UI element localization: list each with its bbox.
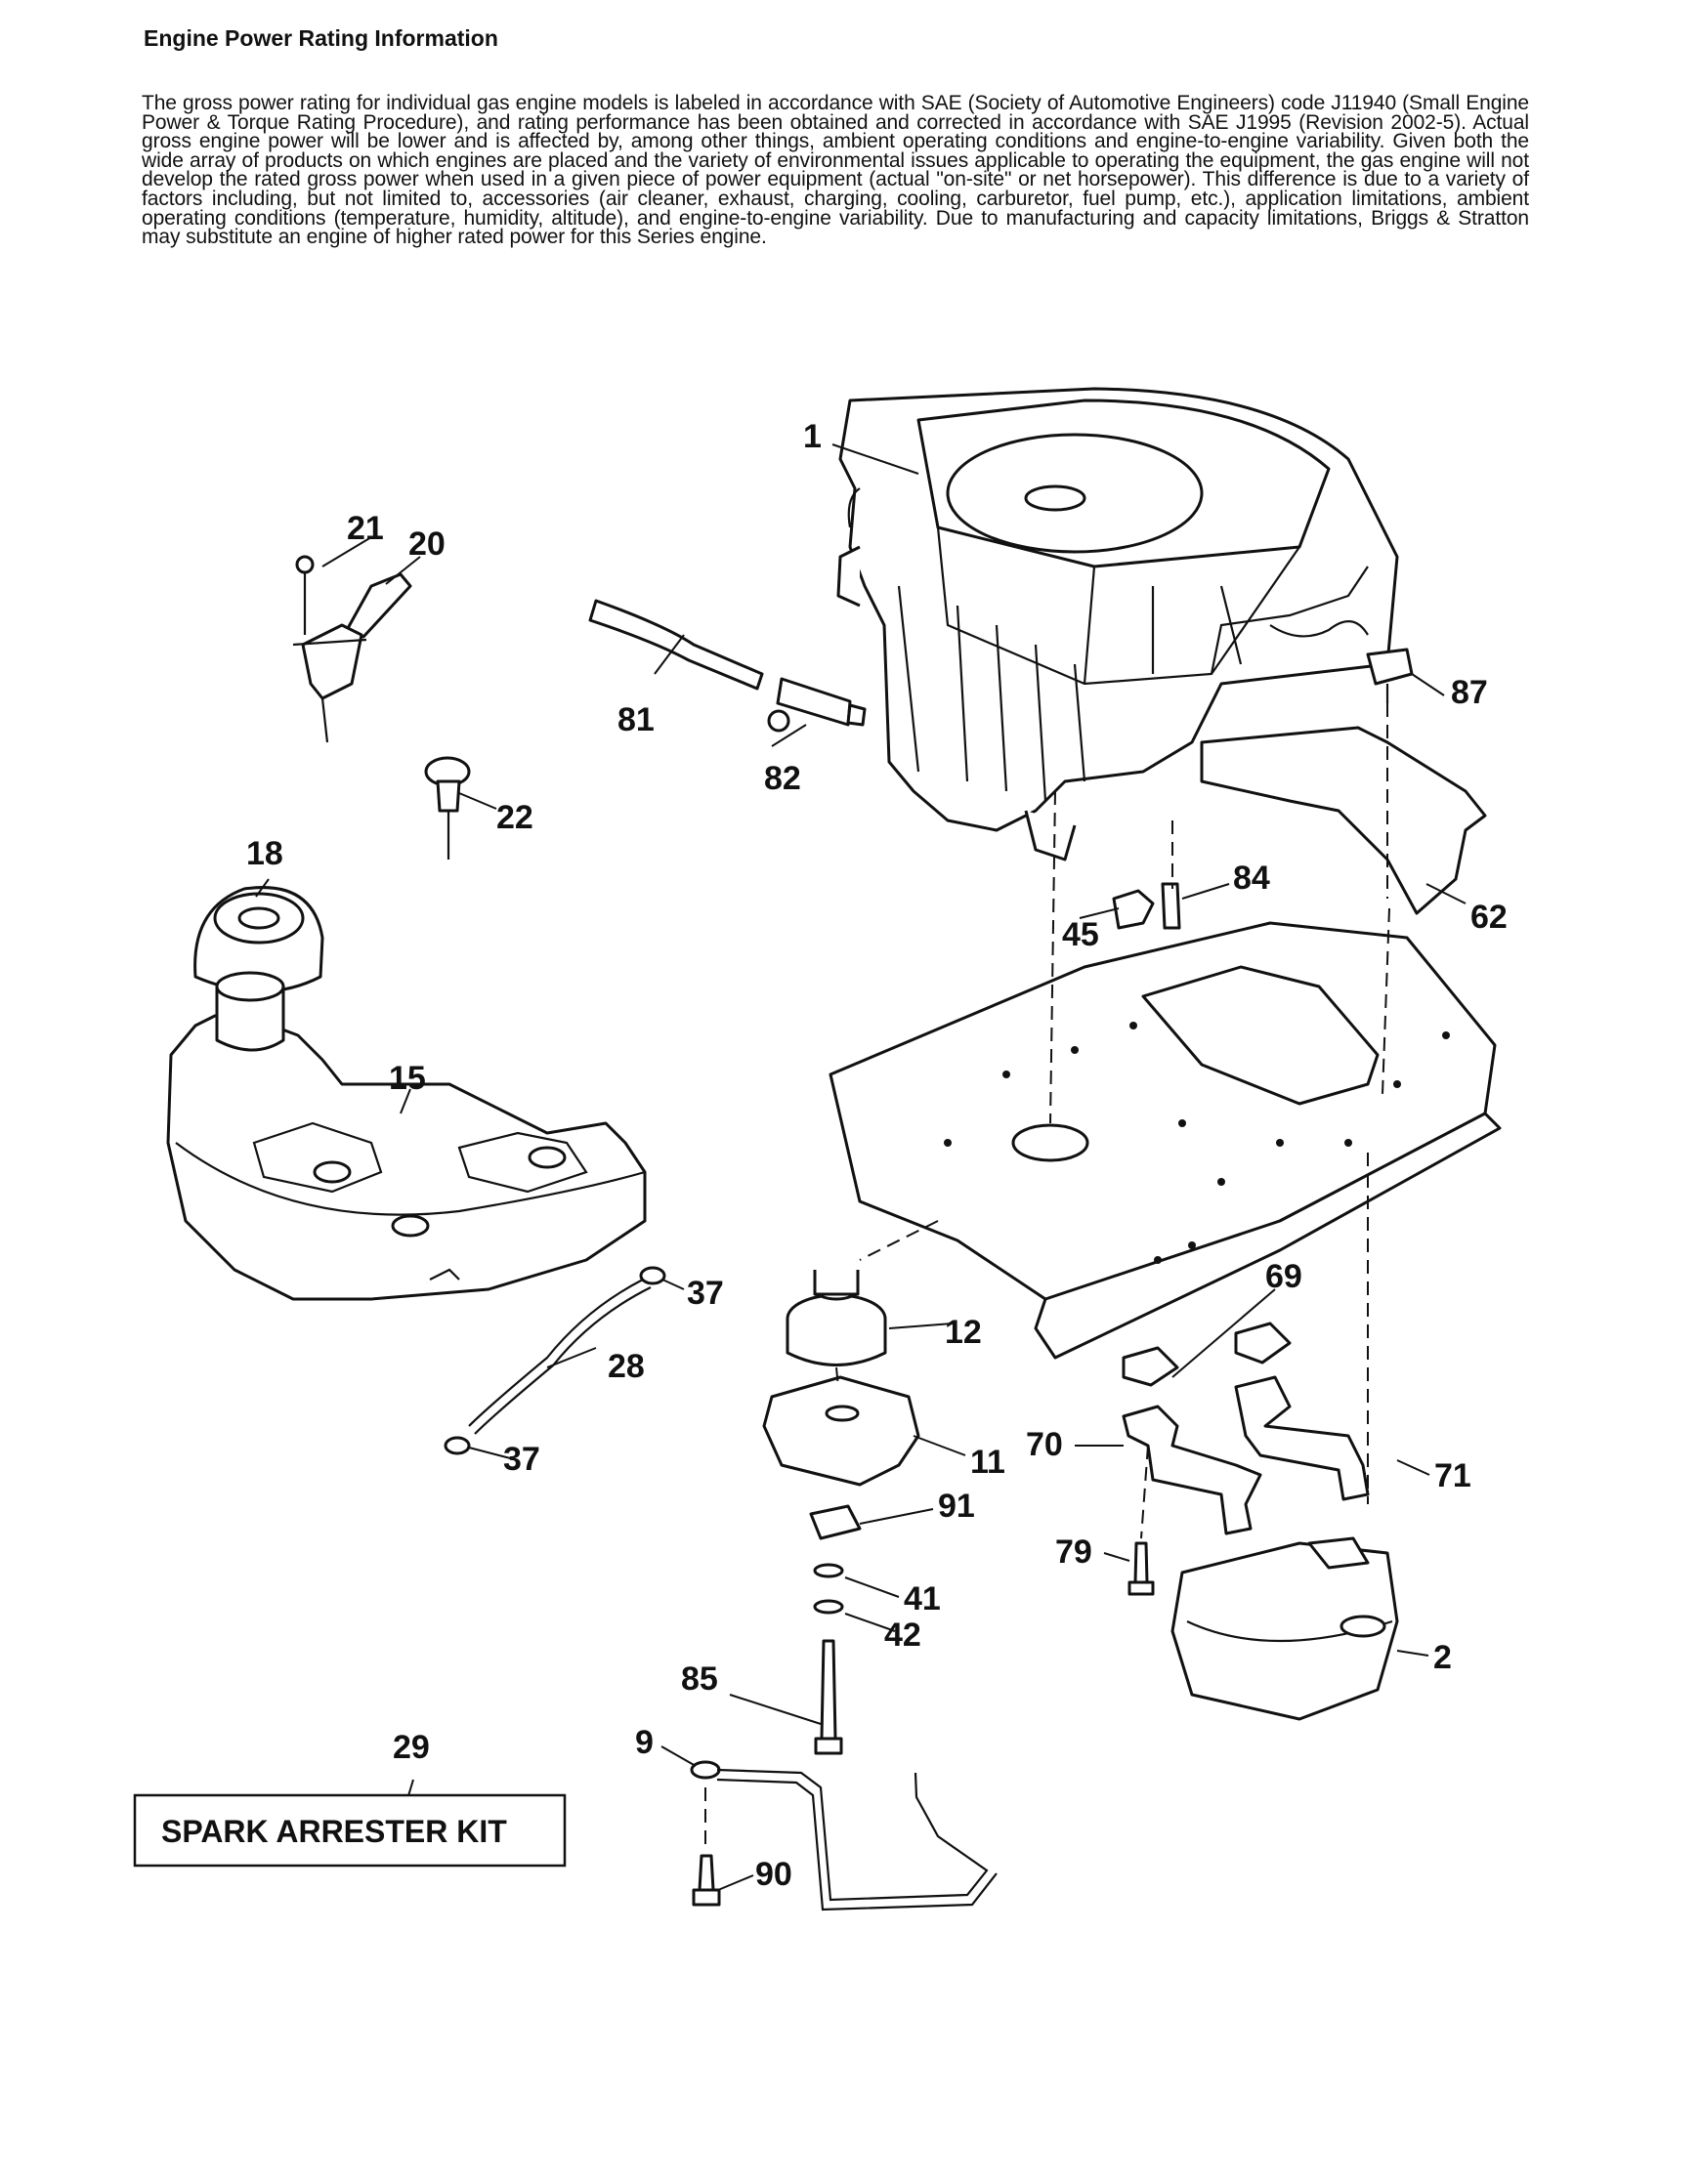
callout-shield-62: 62 [1470, 899, 1508, 936]
callout-muffler: 2 [1433, 1639, 1452, 1676]
callout-hose: 81 [617, 701, 655, 738]
callout-nut-45: 45 [1062, 916, 1099, 953]
power-rating-paragraph: The gross power rating for individual ga… [142, 92, 1529, 249]
callout-fitting: 82 [764, 760, 801, 797]
callout-fuel-cap: 18 [246, 835, 283, 872]
callout-pulley: 12 [945, 1314, 982, 1351]
exhaust-system [1122, 1322, 1399, 1721]
callout-numbers: 1 21 20 22 18 15 37 28 37 81 82 87 84 45… [246, 418, 1508, 1893]
callout-exhaust-left: 70 [1026, 1426, 1063, 1463]
callout-clamp-bottom: 37 [503, 1441, 540, 1478]
spark-arrester-kit-label: SPARK ARRESTER KIT [161, 1814, 507, 1849]
callout-gasket: 69 [1265, 1258, 1302, 1295]
callout-choke-control: 20 [408, 525, 446, 563]
mount-hardware [1112, 648, 1487, 930]
callout-exhaust-right: 71 [1434, 1457, 1471, 1494]
callout-bolt-84: 84 [1233, 860, 1270, 897]
callout-washer-42: 42 [884, 1617, 921, 1654]
callout-heat-shield: 9 [635, 1724, 654, 1761]
tractor-frame [829, 921, 1502, 1360]
spark-arrester-kit-box: SPARK ARRESTER KIT [133, 1793, 567, 1868]
callout-screw-21: 21 [347, 510, 384, 547]
choke-control-assembly [292, 555, 471, 860]
alignment-lines [704, 703, 1390, 1851]
callout-spacer-91: 91 [938, 1488, 975, 1525]
callout-bolt-87: 87 [1451, 674, 1488, 711]
callout-bolt-85: 85 [681, 1660, 718, 1698]
callout-clutch: 11 [970, 1444, 1005, 1481]
callout-bolt-90: 90 [755, 1856, 792, 1893]
callout-fuel-tank: 15 [389, 1060, 426, 1097]
callout-clamp-top: 37 [687, 1275, 724, 1312]
callout-kit: 29 [393, 1729, 430, 1766]
fuel-cap [193, 886, 324, 993]
support-rod [690, 1760, 998, 1911]
callout-knob-22: 22 [496, 799, 533, 836]
fuel-tank [166, 971, 647, 1301]
callout-fuel-line: 28 [608, 1348, 645, 1385]
page-title: Engine Power Rating Information [144, 25, 498, 51]
clutch-stack [762, 1270, 920, 1755]
callout-bolt-79: 79 [1055, 1533, 1092, 1571]
callout-engine: 1 [803, 418, 822, 455]
callout-washer-41: 41 [904, 1580, 941, 1617]
engine-illustration [836, 387, 1399, 861]
